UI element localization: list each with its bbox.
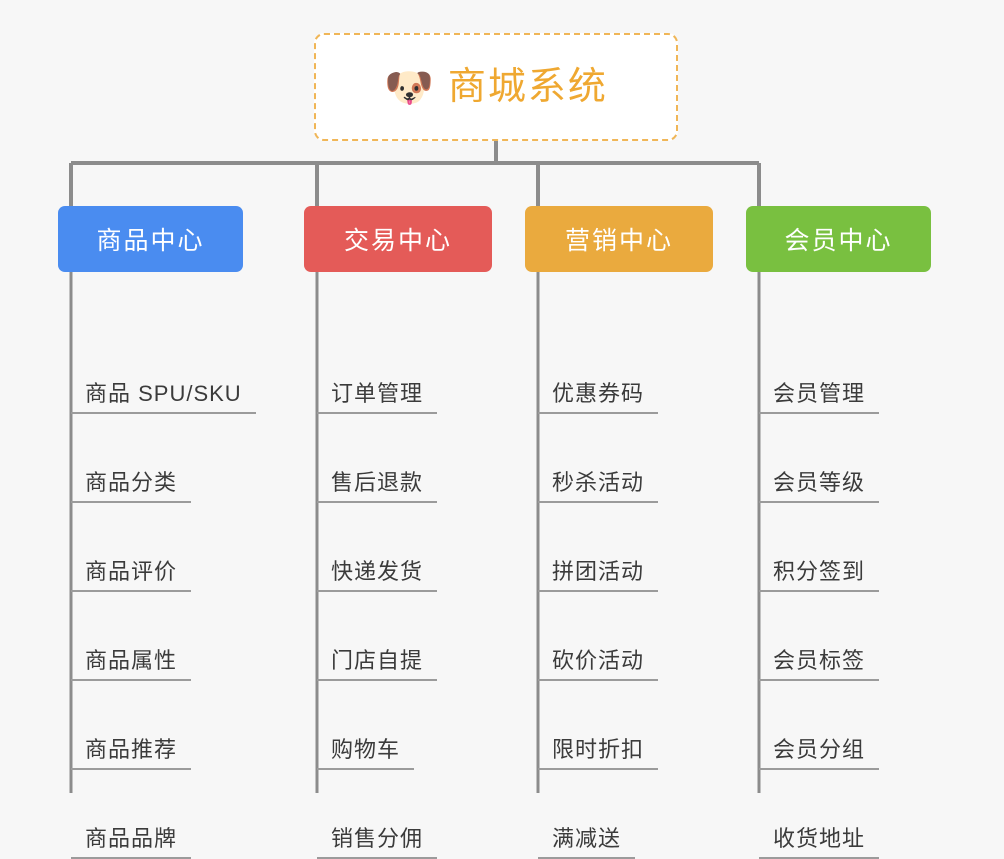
branch-header-product-center[interactable]: 商品中心 [58, 206, 243, 272]
leaf-item[interactable]: 优惠券码 [538, 381, 659, 414]
shiba-dog-face-icon: 🐶 [384, 66, 434, 110]
leaf-item[interactable]: 商品品牌 [71, 826, 192, 859]
leaf-item[interactable]: 收货地址 [759, 826, 880, 859]
leaf-item[interactable]: 积分签到 [759, 559, 880, 592]
leaf-label: 商品评价 [71, 558, 192, 592]
leaf-item[interactable]: 秒杀活动 [538, 470, 659, 503]
leaf-label: 销售分佣 [317, 825, 438, 859]
leaf-label: 会员标签 [759, 647, 880, 681]
leaf-item[interactable]: 订单管理 [317, 381, 438, 414]
leaf-label: 秒杀活动 [538, 469, 659, 503]
leaf-item[interactable]: 会员分组 [759, 737, 880, 770]
leaf-label: 满减送 [538, 825, 636, 859]
branch-member-center: 会员中心会员管理会员等级积分签到会员标签会员分组收货地址 [746, 206, 931, 859]
leaf-label: 门店自提 [317, 647, 438, 681]
leaf-label: 商品分类 [71, 469, 192, 503]
branch-trade-center: 交易中心订单管理售后退款快递发货门店自提购物车销售分佣 [304, 206, 492, 859]
leaf-item[interactable]: 商品分类 [71, 470, 192, 503]
leaf-label: 订单管理 [317, 380, 438, 414]
leaf-label: 购物车 [317, 736, 415, 770]
leaf-label: 会员管理 [759, 380, 880, 414]
leaf-label: 砍价活动 [538, 647, 659, 681]
leaf-item[interactable]: 砍价活动 [538, 648, 659, 681]
leaf-label: 会员等级 [759, 469, 880, 503]
leaf-label: 商品 SPU/SKU [71, 380, 256, 414]
leaf-label: 售后退款 [317, 469, 438, 503]
leaf-item[interactable]: 售后退款 [317, 470, 438, 503]
mindmap-canvas: 🐶 商城系统 商品中心商品 SPU/SKU 商品分类商品评价商品属性商品推荐商品品… [58, 33, 931, 859]
leaf-item[interactable]: 满减送 [538, 826, 636, 859]
leaf-item[interactable]: 销售分佣 [317, 826, 438, 859]
leaf-label: 收货地址 [759, 825, 880, 859]
leaf-label: 会员分组 [759, 736, 880, 770]
leaf-label: 商品推荐 [71, 736, 192, 770]
leaf-label: 优惠券码 [538, 380, 659, 414]
leaf-item[interactable]: 商品评价 [71, 559, 192, 592]
leaf-item[interactable]: 商品推荐 [71, 737, 192, 770]
leaf-item[interactable]: 购物车 [317, 737, 415, 770]
leaf-label: 限时折扣 [538, 736, 659, 770]
leaf-label: 商品属性 [71, 647, 192, 681]
branch-marketing-center: 营销中心优惠券码秒杀活动拼团活动砍价活动限时折扣满减送 [525, 206, 713, 859]
leaf-label: 拼团活动 [538, 558, 659, 592]
leaf-item[interactable]: 会员等级 [759, 470, 880, 503]
leaf-item[interactable]: 限时折扣 [538, 737, 659, 770]
leaf-item[interactable]: 快递发货 [317, 559, 438, 592]
leaf-item[interactable]: 会员标签 [759, 648, 880, 681]
branch-header-member-center[interactable]: 会员中心 [746, 206, 931, 272]
root-node[interactable]: 🐶 商城系统 [314, 33, 678, 141]
leaf-item[interactable]: 商品属性 [71, 648, 192, 681]
leaf-item[interactable]: 会员管理 [759, 381, 880, 414]
leaf-item[interactable]: 商品 SPU/SKU [71, 381, 256, 414]
branch-product-center: 商品中心商品 SPU/SKU 商品分类商品评价商品属性商品推荐商品品牌 [58, 206, 256, 859]
leaf-label: 积分签到 [759, 558, 880, 592]
leaf-label: 快递发货 [317, 558, 438, 592]
leaf-item[interactable]: 门店自提 [317, 648, 438, 681]
branch-header-trade-center[interactable]: 交易中心 [304, 206, 492, 272]
branch-header-marketing-center[interactable]: 营销中心 [525, 206, 713, 272]
root-title: 商城系统 [447, 66, 608, 108]
leaf-label: 商品品牌 [71, 825, 192, 859]
leaf-item[interactable]: 拼团活动 [538, 559, 659, 592]
